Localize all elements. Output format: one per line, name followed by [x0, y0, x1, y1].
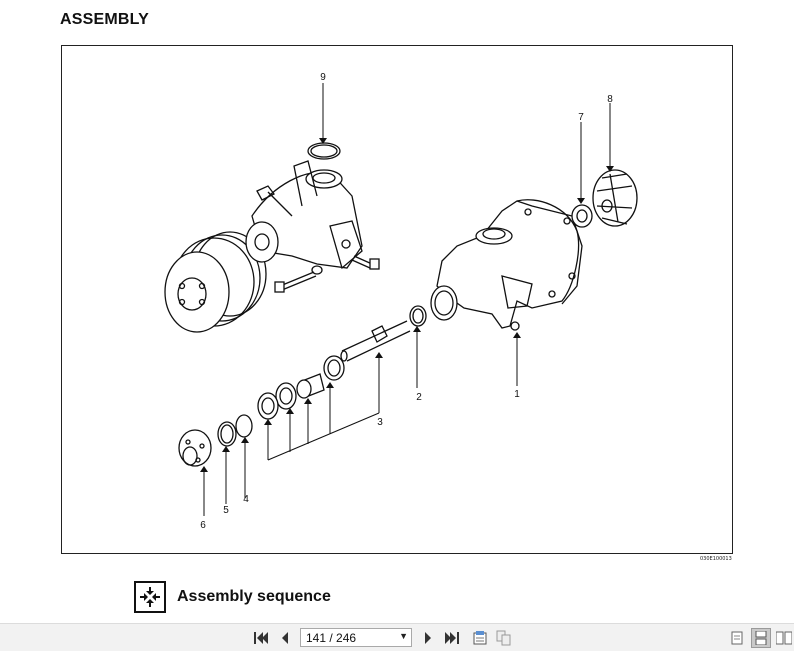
bookmarks-icon[interactable] [471, 629, 489, 647]
callout-8: 8 [607, 94, 613, 105]
flange-drawing [178, 429, 212, 467]
assembly-sequence-label: Assembly sequence [177, 588, 331, 605]
thumbnails-icon[interactable] [495, 629, 513, 647]
previous-page-icon[interactable] [276, 629, 294, 647]
first-page-icon[interactable] [252, 629, 270, 647]
continuous-view-icon[interactable] [751, 628, 771, 648]
chevron-down-icon: ▼ [399, 631, 408, 641]
pump-body-drawing [430, 199, 583, 331]
callout-1: 1 [514, 389, 520, 400]
document-page: ASSEMBLY [60, 11, 733, 614]
callout-2: 2 [416, 392, 422, 403]
callout-5: 5 [223, 505, 229, 516]
page-number-value: 141 / 246 [306, 630, 357, 645]
callout-7: 7 [578, 112, 584, 123]
viewer-toolbar: 141 / 246 ▼ [0, 623, 794, 651]
pump-housing-top-drawing [245, 160, 363, 270]
next-page-icon[interactable] [419, 629, 437, 647]
water-pump-exploded-view: 1 2 3 4 5 6 7 8 9 [164, 72, 638, 531]
bearings-drawing [257, 355, 345, 420]
single-page-view-icon[interactable] [727, 628, 747, 648]
callout-9: 9 [320, 72, 326, 83]
callout-6: 6 [200, 520, 206, 531]
facing-view-icon[interactable] [774, 628, 794, 648]
leader-lines [203, 83, 611, 516]
page-number-select[interactable]: 141 / 246 ▼ [300, 628, 412, 647]
page-heading: ASSEMBLY [60, 11, 150, 28]
bolts-drawing [274, 255, 380, 293]
pulley-drawing [164, 231, 267, 333]
last-page-icon[interactable] [443, 629, 461, 647]
callout-4: 4 [243, 494, 249, 505]
assembly-sequence-heading: Assembly sequence [134, 580, 331, 614]
callout-3: 3 [377, 417, 383, 428]
arrowheads [200, 138, 614, 472]
exploded-diagram: 1 2 3 4 5 6 7 8 9 [61, 45, 733, 554]
impeller-drawing [592, 169, 638, 227]
assembly-sequence-icon [134, 581, 166, 613]
shaft-drawing [340, 320, 411, 362]
figure-code: 030E100013 [700, 556, 732, 562]
